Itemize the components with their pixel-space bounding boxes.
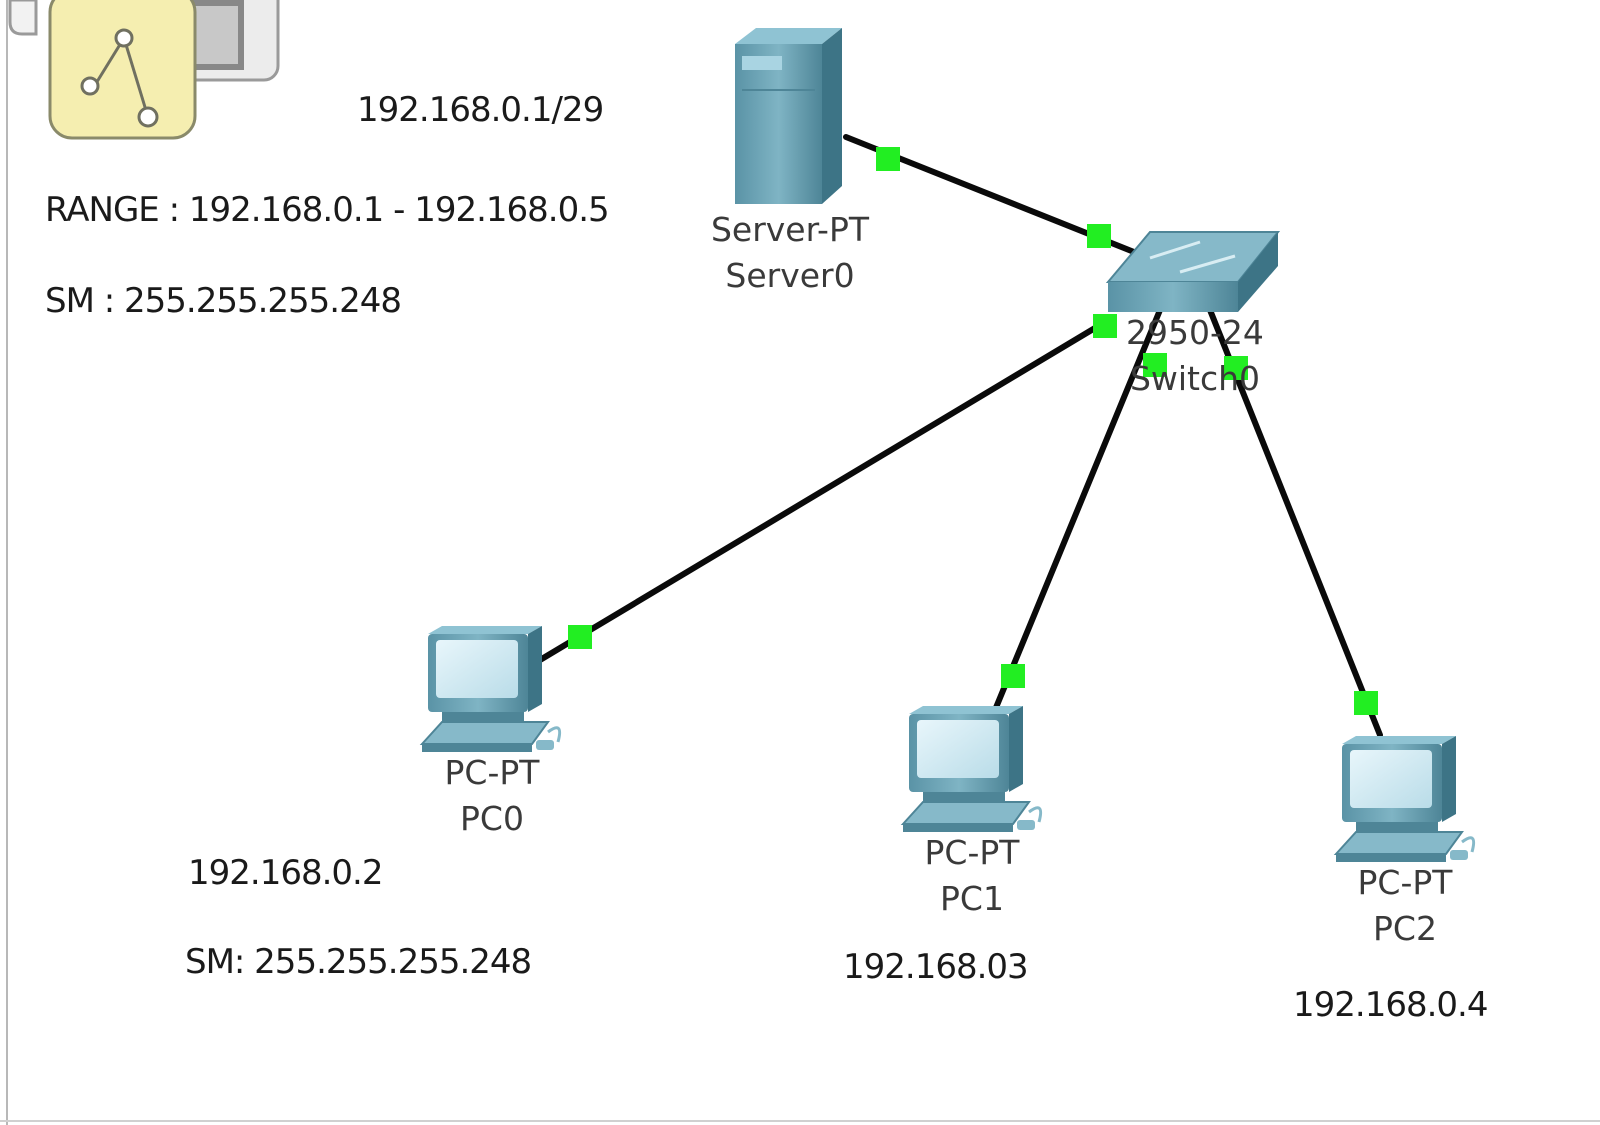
pc-icon-pc2[interactable] <box>1333 736 1476 862</box>
port-light-switch-pc1 <box>1143 353 1167 377</box>
pc1-model: PC-PT <box>924 833 1020 872</box>
pc0-model: PC-PT <box>444 753 540 792</box>
switch-icon[interactable] <box>1105 231 1281 312</box>
pc0-label: PC-PT PC0 <box>392 750 592 842</box>
pc-icon-pc1[interactable] <box>900 706 1043 832</box>
port-light-pc1 <box>1001 664 1025 688</box>
server-label: Server-PT Server0 <box>690 207 890 299</box>
pc-icon-pc0[interactable] <box>419 626 562 752</box>
server-model: Server-PT <box>710 210 870 249</box>
port-light-server <box>876 147 900 171</box>
pc2-label: PC-PT PC2 <box>1305 860 1505 952</box>
port-light-pc0 <box>568 625 592 649</box>
server-icon[interactable] <box>735 28 842 204</box>
pc2-ip-note: 192.168.0.4 <box>1293 985 1488 1025</box>
port-light-pc2 <box>1354 691 1378 715</box>
port-light-switch-pc2 <box>1224 356 1248 380</box>
pc2-name: PC2 <box>1373 909 1437 948</box>
network-address-note: 192.168.0.1/29 <box>357 90 604 130</box>
switch-name: Switch0 <box>1129 359 1261 398</box>
pc0-name: PC0 <box>460 799 524 838</box>
pc2-model: PC-PT <box>1357 863 1453 902</box>
pc1-ip-note: 192.168.03 <box>843 947 1029 987</box>
link-switch-pc2[interactable] <box>1207 307 1383 738</box>
link-switch-pc0[interactable] <box>537 322 1103 663</box>
port-light-switch-server <box>1087 224 1111 248</box>
logical-workspace-icon[interactable] <box>8 0 280 140</box>
workspace-left-border <box>6 0 8 1125</box>
pc1-name: PC1 <box>940 879 1004 918</box>
link-switch-pc1[interactable] <box>992 307 1163 713</box>
port-light-switch-pc0 <box>1093 314 1117 338</box>
workspace-bottom-border <box>0 1120 1600 1122</box>
switch-model: 2950-24 <box>1126 313 1264 352</box>
pc0-subnet-mask-note: SM: 255.255.255.248 <box>185 942 532 982</box>
pc0-ip-note: 192.168.0.2 <box>188 853 383 893</box>
switch-label: 2950-24 Switch0 <box>1095 310 1295 402</box>
server-name: Server0 <box>725 256 855 295</box>
subnet-mask-note: SM : 255.255.255.248 <box>45 281 402 321</box>
pc1-label: PC-PT PC1 <box>872 830 1072 922</box>
ip-range-note: RANGE : 192.168.0.1 - 192.168.0.5 <box>45 190 610 230</box>
